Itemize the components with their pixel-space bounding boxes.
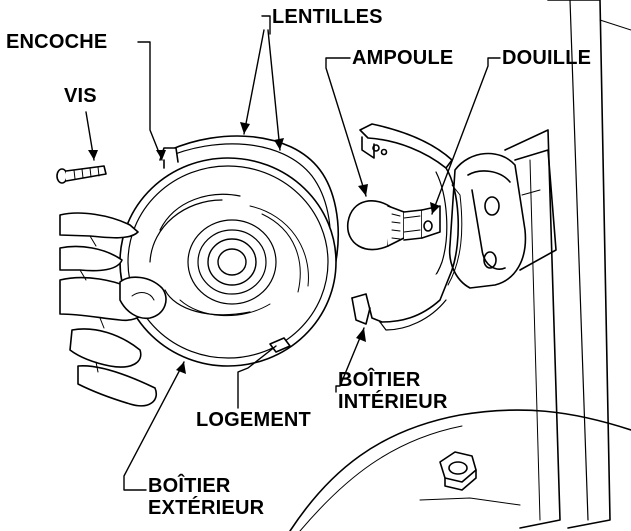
label-boitier-exterieur: BOÎTIER EXTÉRIEUR <box>148 475 264 519</box>
label-logement: LOGEMENT <box>196 409 311 431</box>
fender <box>289 409 631 531</box>
label-boitier-exterieur-line2: EXTÉRIEUR <box>148 497 265 519</box>
label-boitier-exterieur-line1: BOÎTIER <box>148 475 231 497</box>
screw <box>56 165 107 184</box>
label-ampoule: AMPOULE <box>352 47 454 69</box>
label-vis: VIS <box>64 85 97 107</box>
outer-lens <box>119 135 340 367</box>
hand <box>59 212 167 407</box>
callout-lines <box>85 15 501 491</box>
label-boitier-interieur-line1: BOÎTIER <box>338 369 421 391</box>
label-lentilles: LENTILLES <box>272 6 383 28</box>
label-boitier-interieur: BOÎTIER INTÉRIEUR <box>338 369 448 413</box>
mounting-post <box>504 0 631 529</box>
label-douille: DOUILLE <box>502 47 592 69</box>
bulb-assembly <box>347 200 441 251</box>
label-boitier-interieur-line2: INTÉRIEUR <box>338 391 448 413</box>
label-encoche: ENCOCHE <box>6 31 108 53</box>
arrowheads <box>88 122 440 374</box>
bolt <box>439 451 477 491</box>
lamp-bracket <box>448 149 557 289</box>
inner-housing <box>351 123 463 331</box>
